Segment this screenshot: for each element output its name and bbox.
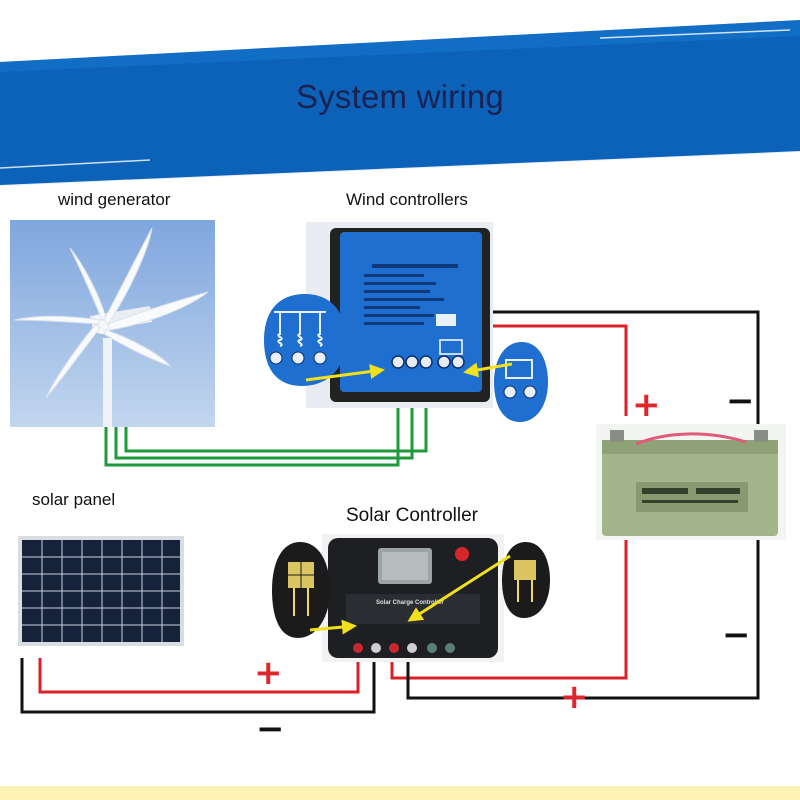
battery-image	[596, 424, 786, 540]
solar-controller-label: Solar Controller	[346, 505, 478, 526]
arrow-solar-input	[309, 619, 357, 635]
battery-terminal-icon	[494, 342, 548, 422]
wind-controller-image	[306, 222, 493, 408]
plus-sign-solar-out: +	[560, 677, 589, 717]
arrow-coil-to-wind-input	[305, 364, 385, 382]
wind-generator-label: wind generator	[58, 190, 171, 209]
solar-panel-label: solar panel	[32, 490, 116, 509]
three-phase-coil-icon	[264, 294, 346, 386]
battery-output-icon	[502, 542, 550, 618]
arrow-solar-output	[407, 554, 511, 622]
plus-sign-panel: +	[254, 653, 283, 693]
minus-sign-panel: −	[256, 709, 285, 749]
header-banner	[0, 20, 800, 187]
page-title: System wiring	[296, 78, 504, 115]
minus-sign-solar-out: −	[722, 615, 751, 655]
solar-controller-face-text: Solar Charge Controller	[376, 600, 444, 606]
solar-panel-image	[18, 536, 184, 646]
arrow-battery-to-wind-output	[463, 362, 513, 378]
solar-input-icon	[272, 542, 330, 638]
footer-strip	[0, 786, 800, 800]
wind-turbine-image	[10, 220, 215, 427]
minus-sign-battery: −	[726, 381, 755, 421]
plus-sign-battery: +	[632, 385, 661, 425]
wind-controllers-label: Wind controllers	[346, 190, 468, 209]
